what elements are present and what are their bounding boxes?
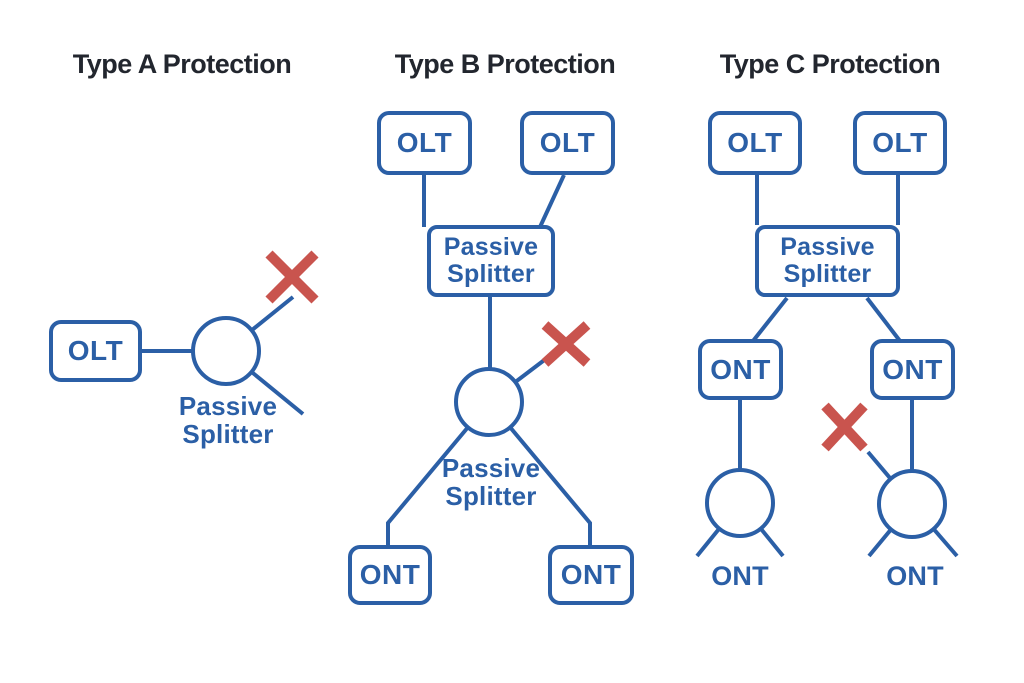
olt-box: OLT xyxy=(49,320,142,382)
fiber-link-line xyxy=(751,296,789,343)
ont-label: ONT xyxy=(560,559,622,590)
olt-box: OLT xyxy=(377,111,472,175)
type-b-graphics xyxy=(386,174,592,547)
ont-leaf-label: ONT xyxy=(711,561,769,591)
panel-type-c-title: Type C Protection xyxy=(719,49,941,79)
olt-box: OLT xyxy=(520,111,615,175)
passive-splitter-label: Passive Splitter xyxy=(178,391,278,449)
ont-label: ONT xyxy=(710,353,771,385)
passive-splitter-box: Passive Splitter xyxy=(755,225,900,297)
olt-label: OLT xyxy=(872,127,928,158)
fiber-cut-x-icon xyxy=(541,321,591,367)
fiber-cut-x-icon xyxy=(821,402,868,452)
fiber-link-line xyxy=(865,296,902,343)
olt-label: OLT xyxy=(539,127,596,158)
type-a-graphics xyxy=(142,250,319,416)
ont-box: ONT xyxy=(870,339,955,400)
panel-type-b-title: Type B Protection xyxy=(394,49,616,79)
ont-box: ONT xyxy=(698,339,783,400)
ont-label: ONT xyxy=(359,559,421,590)
passive-splitter-circle xyxy=(877,469,947,539)
passive-splitter-circle xyxy=(705,468,775,538)
ont-label: ONT xyxy=(882,353,943,385)
passive-splitter-label: Passive Splitter xyxy=(780,233,875,288)
fiber-branch-line xyxy=(386,400,491,547)
olt-box: OLT xyxy=(708,111,802,175)
olt-label: OLT xyxy=(396,127,453,158)
olt-box: OLT xyxy=(853,111,947,175)
ont-leaf-label: ONT xyxy=(886,561,944,591)
fiber-cut-x-icon xyxy=(265,250,319,304)
passive-splitter-label: Passive Splitter xyxy=(441,453,541,511)
ont-box: ONT xyxy=(348,545,432,605)
passive-splitter-box: Passive Splitter xyxy=(427,225,555,297)
passive-splitter-circle xyxy=(454,367,524,437)
panel-type-a-title: Type A Protection xyxy=(72,49,292,79)
olt-label: OLT xyxy=(727,127,783,158)
passive-splitter-circle xyxy=(191,316,261,386)
type-c-graphics xyxy=(695,175,959,558)
fiber-link-line xyxy=(538,174,566,228)
olt-label: OLT xyxy=(67,335,124,366)
fiber-branch-line xyxy=(487,400,592,547)
ont-box: ONT xyxy=(548,545,634,605)
passive-splitter-label: Passive Splitter xyxy=(443,233,539,288)
